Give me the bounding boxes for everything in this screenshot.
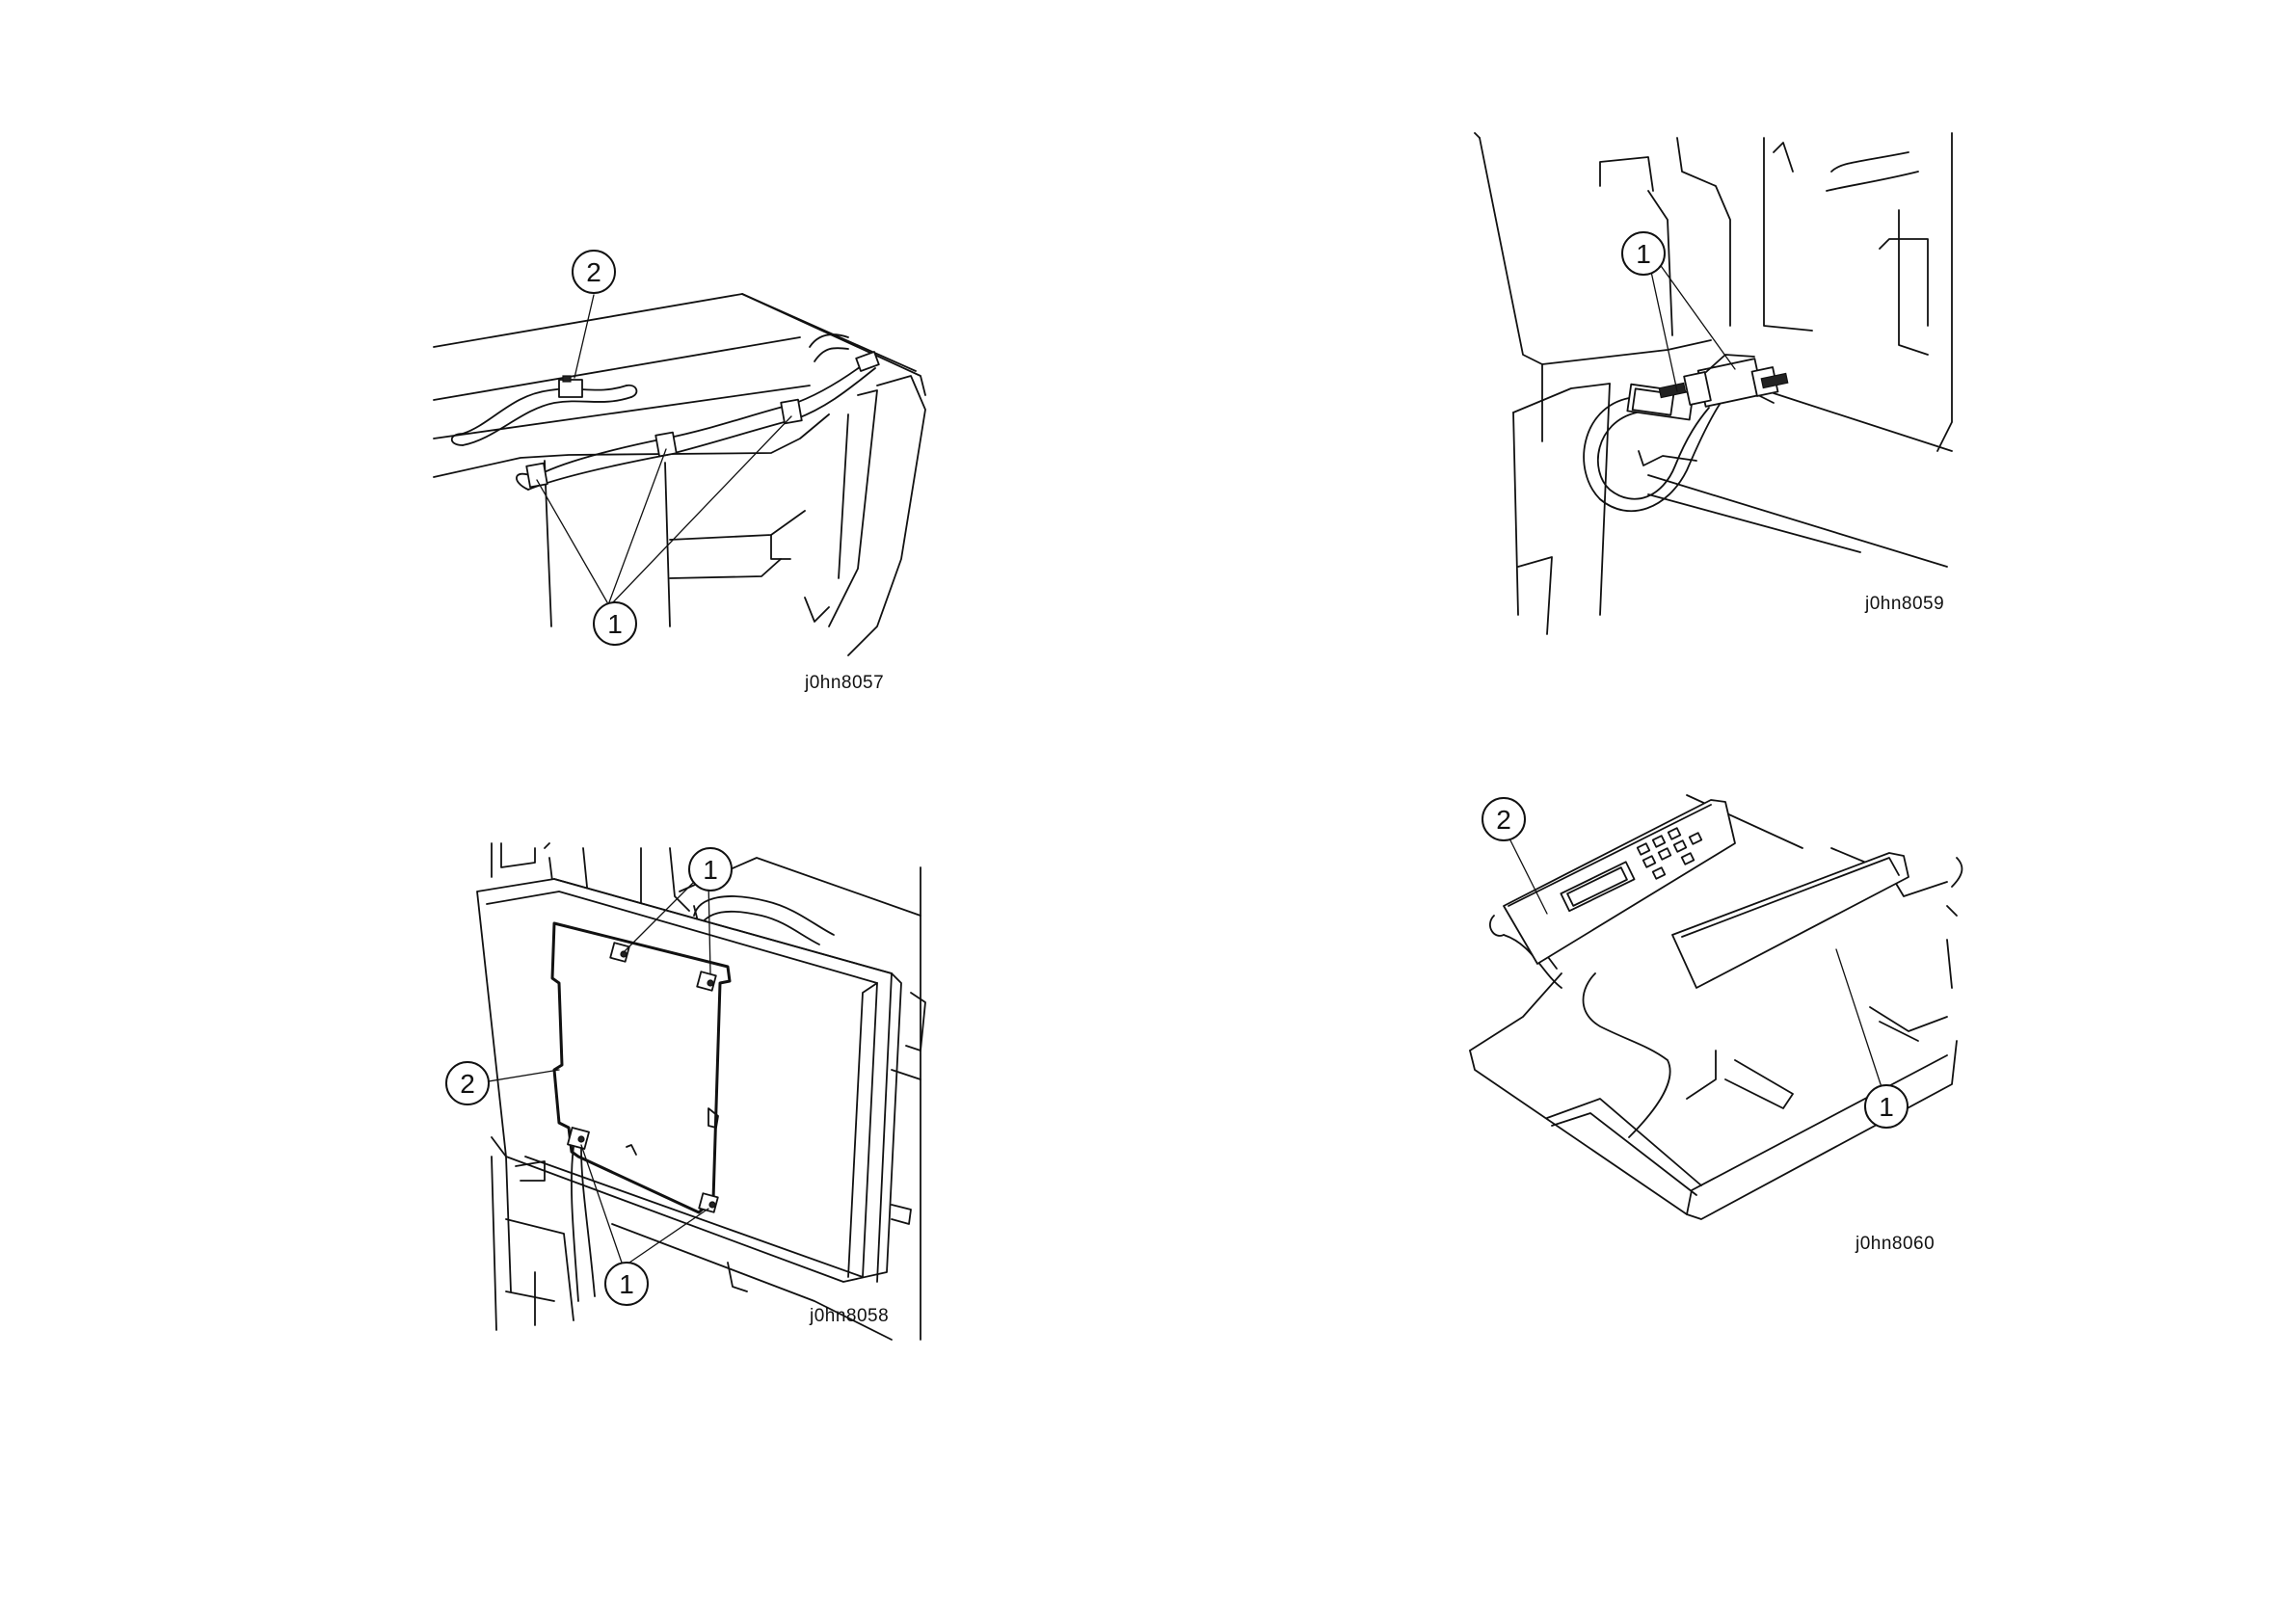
control-panel-illustration: 2 1	[1465, 781, 1976, 1282]
callout-label: 1	[607, 609, 623, 639]
screw-top-right	[697, 971, 716, 991]
figure-caption: j0hn8060	[1855, 1234, 1935, 1255]
callout-label: 1	[1636, 239, 1651, 269]
figure-caption: j0hn8059	[1865, 594, 1944, 615]
callout-label: 2	[460, 1069, 475, 1099]
screw-bottom-right	[699, 1193, 718, 1212]
callout-label: 1	[1879, 1092, 1894, 1122]
screw-top-left	[610, 943, 629, 962]
figure-caption: j0hn8058	[810, 1306, 889, 1327]
cover-plate-illustration: 1 2 1	[439, 838, 940, 1349]
callout-label: 1	[619, 1269, 634, 1299]
figure-control-panel: 2 1 j0hn8060	[1465, 781, 1976, 1282]
figure-caption: j0hn8057	[805, 673, 884, 694]
harness-clamps-illustration: 2 1	[424, 241, 925, 704]
cable-connector-illustration: 1	[1475, 133, 1976, 634]
callout-label: 2	[1496, 805, 1511, 835]
figure-harness-clamps: 2 1 j0hn8057	[424, 241, 925, 704]
figure-cover-plate: 1 2 1 j0hn8058	[439, 838, 940, 1349]
callout-label: 1	[703, 855, 718, 885]
screw-bottom-left	[568, 1128, 589, 1149]
callout-label: 2	[586, 257, 601, 287]
figure-cable-connector: 1 j0hn8059	[1475, 133, 1976, 634]
